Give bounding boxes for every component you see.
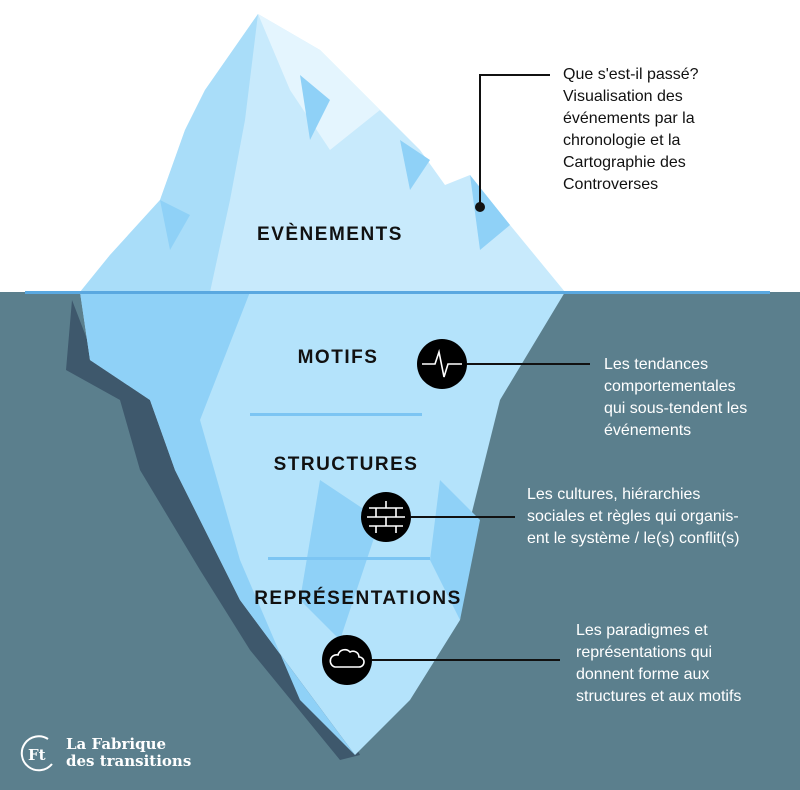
logo: Ft La Fabrique des transitions (18, 733, 191, 773)
text-line: ent le système / le(s) conflit(s) (527, 530, 740, 547)
text-line: qui sous-tendent les (604, 400, 748, 417)
text-line: Que s'est-il passé? (563, 66, 699, 83)
cloud-icon (322, 635, 372, 685)
text-line: événements par la (563, 110, 695, 127)
brick-wall-icon (361, 492, 411, 542)
text-line: structures et aux motifs (576, 688, 742, 705)
text-line: comportementales (604, 378, 736, 395)
description-patterns: Les tendances comportementales qui sous-… (604, 354, 747, 442)
logo-line-1: La Fabrique (66, 735, 167, 753)
text-line: événements (604, 422, 692, 439)
level-events: EVÈNEMENTS (257, 224, 403, 245)
text-line: Controverses (563, 176, 659, 193)
svg-text:Ft: Ft (28, 746, 46, 764)
text-line: Les cultures, hiérarchies (527, 486, 701, 503)
description-structures: Les cultures, hiérarchies sociales et rè… (527, 484, 740, 550)
text-line: Les paradigmes et (576, 622, 708, 639)
text-line: donnent forme aux (576, 666, 710, 683)
text-line: Visualisation des (563, 88, 683, 105)
text-line: chronologie et la (563, 132, 681, 149)
text-line: sociales et règles qui organis- (527, 508, 739, 525)
level-representations: REPRÉSENTATIONS (254, 588, 462, 609)
level-patterns: MOTIFS (297, 347, 379, 368)
text-line: Cartographie des (563, 154, 686, 171)
description-representations: Les paradigmes et représentations qui do… (576, 620, 741, 708)
text-line: Les tendances (604, 356, 709, 373)
pulse-icon (417, 339, 467, 389)
waterline (25, 291, 770, 294)
level-structures: STRUCTURES (273, 454, 419, 475)
logo-mark-icon: Ft (20, 735, 53, 772)
event-marker-dot (475, 202, 485, 212)
description-events: Que s'est-il passé? Visualisation des év… (563, 64, 699, 196)
connector-lines (372, 74, 590, 661)
text-line: représentations qui (576, 644, 713, 661)
logo-line-2: des transitions (66, 752, 192, 770)
